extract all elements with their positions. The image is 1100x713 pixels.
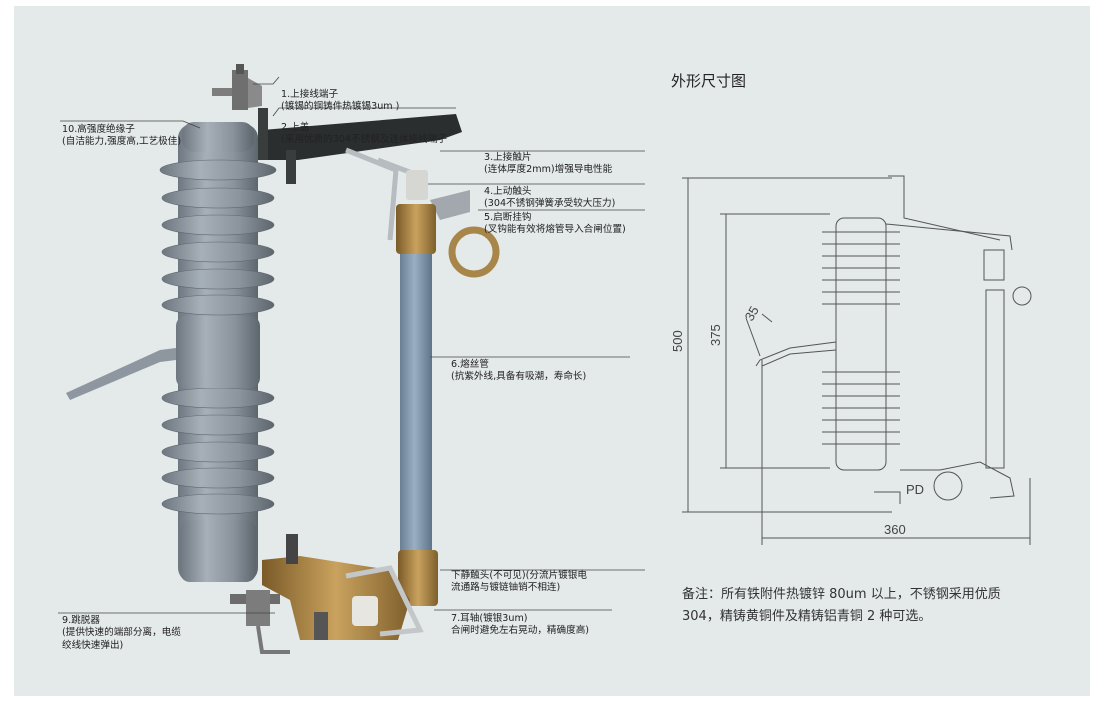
lower-terminal (230, 590, 328, 654)
callout-3: 3.上接触片(连体厚度2mm)增强导电性能 (484, 151, 613, 176)
callout-9: 9.跳脱器(提供快速的端部分离，电缆绞线快速弹出) (62, 614, 181, 651)
pd-label: PD (906, 482, 924, 497)
dim-35-label: 35 (742, 303, 762, 323)
callout-4: 4.上动触头(304不锈钢弹簧承受较大压力) (484, 185, 616, 210)
callout-2: 2.上盖(采用优质的304不锈钢及连体接线端子 (281, 121, 447, 146)
top-cover (262, 114, 462, 160)
callout-7: 7.耳轴(镀银3um)合闸时避免左右晃动，精确度高) (451, 612, 590, 637)
mounting-bracket (66, 348, 176, 400)
callout-5: 5.启断挂钩(叉钩能有效将熔管导入合闸位置) (484, 211, 626, 236)
fuse-tube (400, 254, 432, 554)
dim-360-label: 360 (884, 522, 906, 537)
remark-note: 备注：所有铁附件热镀锌 80um 以上，不锈钢采用优质 304，精铸黄铜件及精铸… (682, 587, 1001, 624)
insulator (159, 122, 277, 582)
dim-500-label: 500 (670, 330, 685, 352)
callout-lower-contact: 下静触头(不可见)(分流片镀银电流通路与镀链铀销不相连) (451, 569, 587, 594)
callout-10: 10.高强度绝缘子(自洁能力,强度高,工艺极佳) (62, 123, 182, 148)
dim-375-label: 375 (708, 324, 723, 346)
callout-6: 6.熔丝管(抗紫外线,具备有吸潮，寿命长) (451, 358, 587, 383)
lower-contact-spring (345, 565, 424, 637)
top-terminal (212, 64, 262, 110)
pull-hook (430, 190, 470, 220)
callout-1: 1.上接线端子(镀锡的铜铸件热镀锡3um ) (281, 88, 400, 113)
pull-ring (448, 226, 500, 278)
drawing-title: 外形尺寸图 (671, 72, 747, 90)
